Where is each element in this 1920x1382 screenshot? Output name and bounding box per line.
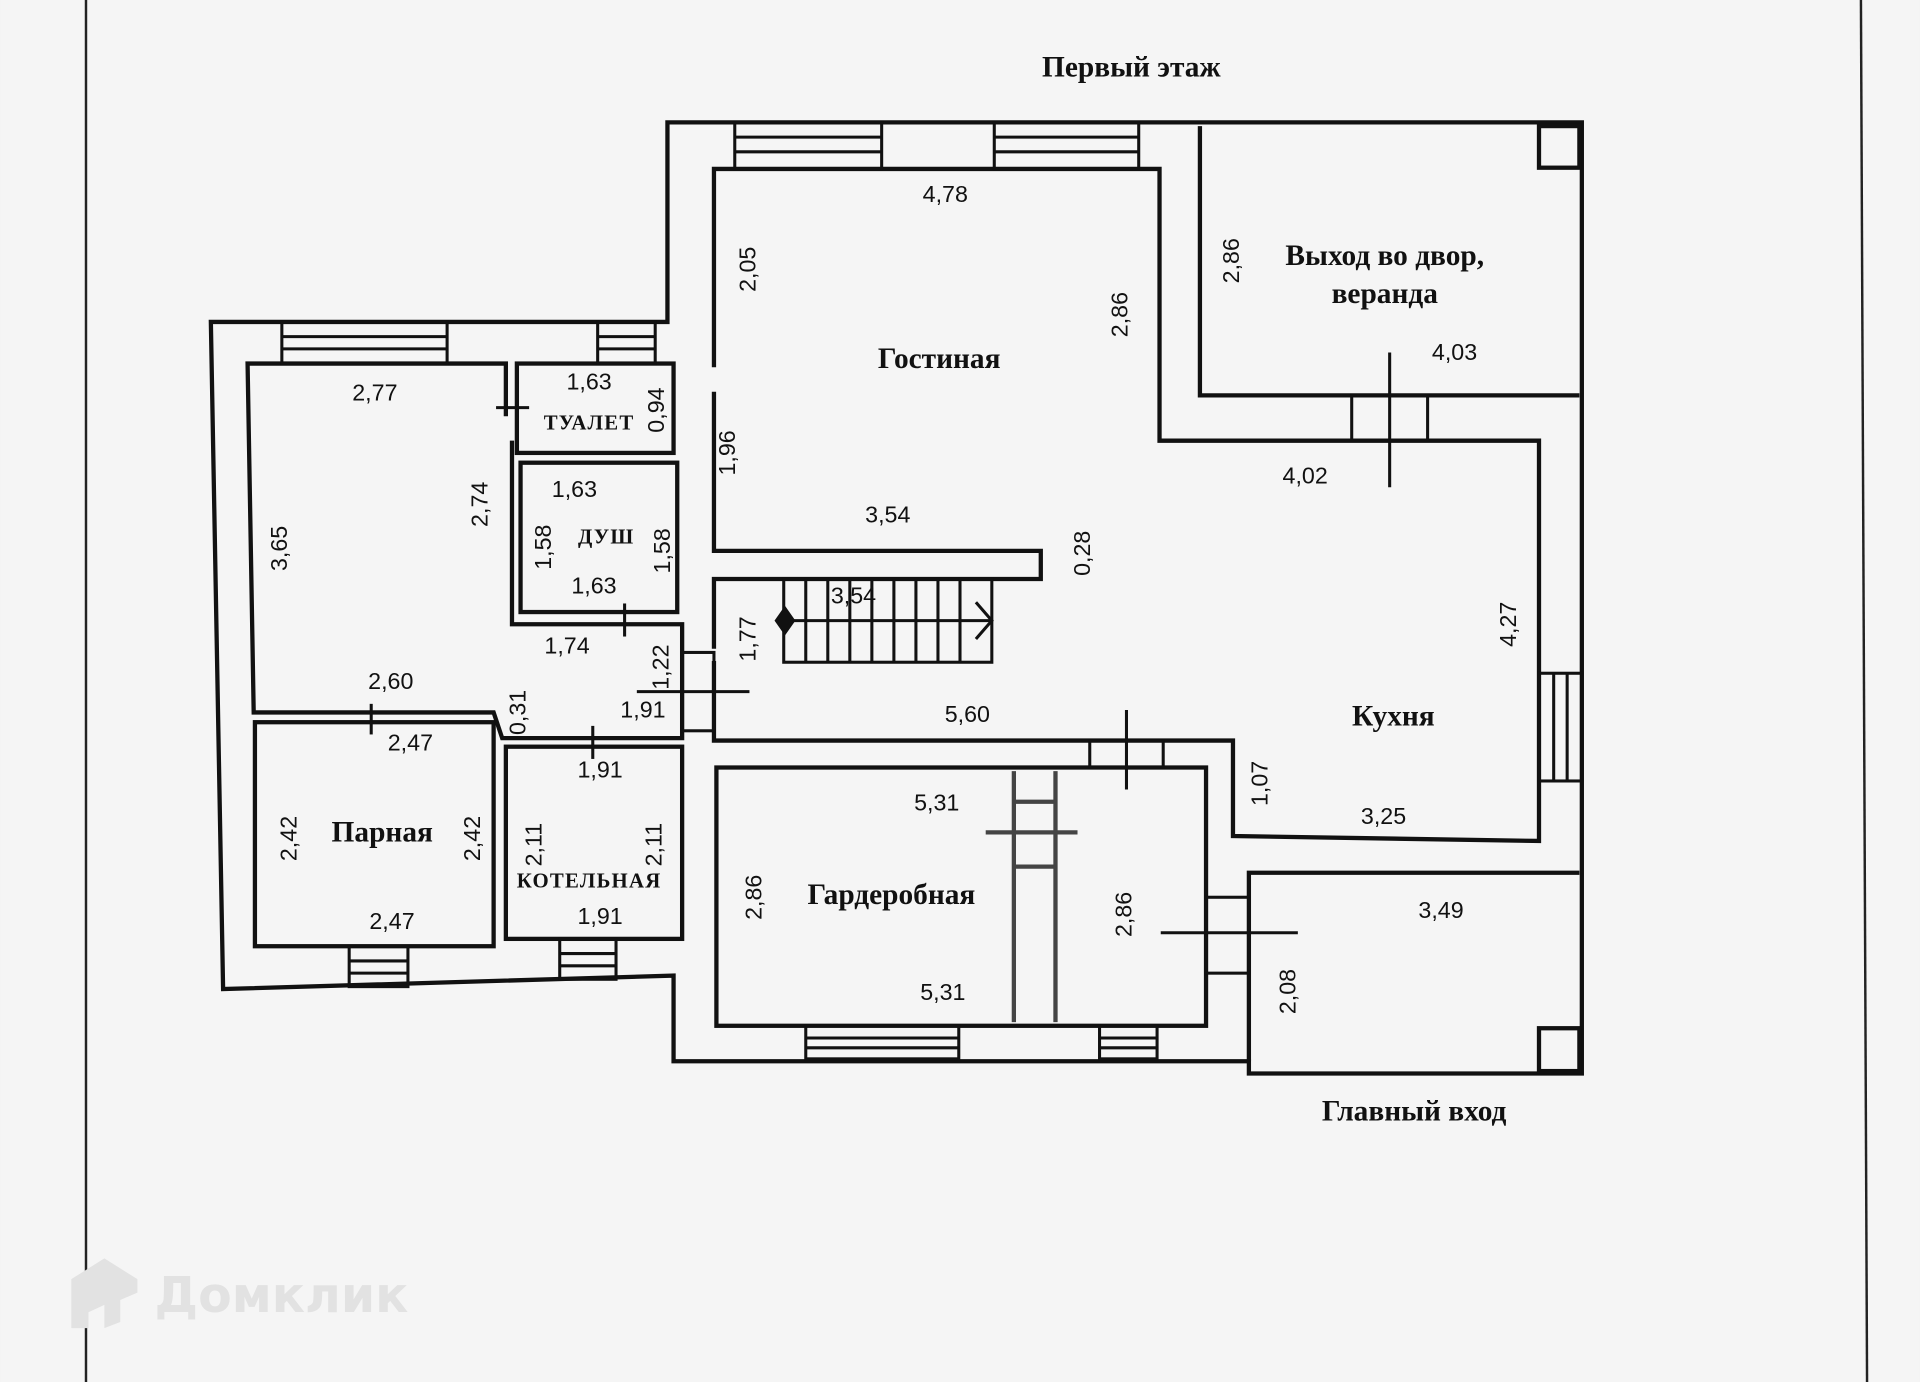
room-wardrobe: Гардеробная (808, 879, 976, 911)
dim: 1,07 (1246, 761, 1272, 806)
wall-living-kitchen (711, 166, 1542, 844)
room-shower: ДУШ (578, 525, 634, 548)
dim: 1,63 (566, 368, 611, 394)
ladder (985, 771, 1078, 1023)
dim: 2,11 (520, 823, 546, 867)
dim: 4,03 (1432, 339, 1477, 365)
dim: 2,77 (352, 379, 397, 405)
dim: 1,22 (648, 644, 674, 689)
dim: 2,86 (1218, 238, 1244, 283)
dim: 1,77 (735, 616, 761, 661)
wall-shower (518, 460, 680, 615)
room-sauna: Парная (332, 817, 433, 849)
dim: 1,58 (530, 525, 556, 570)
windows (280, 120, 1584, 1061)
dim: 1,96 (714, 430, 740, 475)
dim: 1,91 (620, 696, 665, 722)
dim: 2,05 (735, 247, 761, 292)
dim: 2,47 (388, 729, 433, 755)
dim: 3,49 (1418, 897, 1463, 923)
dim: 3,25 (1361, 803, 1406, 829)
watermark-text: Домклик (155, 1267, 409, 1324)
dim: 1,63 (571, 573, 616, 599)
room-boiler: КОТЕЛЬНАЯ (517, 869, 662, 892)
room-toilet: ТУАЛЕТ (544, 412, 635, 435)
wall-entrance (1246, 870, 1580, 1062)
door-marks (369, 352, 1430, 975)
house-logo-icon (71, 1258, 138, 1329)
dim: 2,47 (369, 908, 414, 934)
dim: 2,74 (467, 482, 493, 527)
dim: 2,86 (741, 875, 767, 920)
dim: 1,58 (649, 528, 675, 573)
dim: 3,54 (865, 502, 910, 528)
room-kitchen: Кухня (1352, 700, 1435, 732)
dim: 1,74 (544, 633, 589, 659)
floor-title: Первый этаж (1042, 52, 1221, 84)
wall-veranda (1197, 126, 1580, 398)
dim: 1,91 (577, 756, 622, 782)
dimensions: 4,78 2,05 2,86 2,86 4,03 1,96 4,02 3,54 … (266, 181, 1521, 1014)
main-entrance-label: Главный вход (1322, 1096, 1507, 1128)
dim: 5,31 (914, 789, 959, 815)
dim: 0,31 (504, 690, 530, 735)
room-veranda-2: веранда (1332, 278, 1439, 310)
page-right-edge (1859, 0, 1869, 1382)
corner-column (1536, 123, 1582, 170)
dim: 0,28 (1069, 531, 1095, 576)
dim: 2,42 (459, 816, 485, 861)
dim: 0,94 (643, 387, 669, 432)
room-veranda: Выход во двор, (1285, 240, 1484, 272)
dim: 3,65 (266, 526, 292, 571)
dim: 1,63 (552, 476, 597, 502)
dim: 2,42 (276, 816, 302, 861)
room-living: Гостиная (878, 343, 1001, 375)
dim: 4,78 (923, 181, 968, 207)
dim: 5,31 (920, 979, 965, 1005)
dim: 2,86 (1107, 292, 1133, 337)
dim: 5,60 (945, 701, 990, 727)
dim: 2,60 (368, 668, 413, 694)
dim: 3,54 (831, 582, 876, 608)
dim: 2,11 (640, 823, 666, 867)
staircase (774, 577, 994, 664)
dim: 4,02 (1283, 463, 1328, 489)
dim: 1,91 (577, 903, 622, 929)
dim: 2,08 (1274, 969, 1300, 1014)
dim: 4,27 (1495, 602, 1521, 647)
corner-column (1536, 1026, 1582, 1074)
dim: 2,86 (1110, 892, 1136, 937)
watermark: Домклик (71, 1258, 409, 1329)
